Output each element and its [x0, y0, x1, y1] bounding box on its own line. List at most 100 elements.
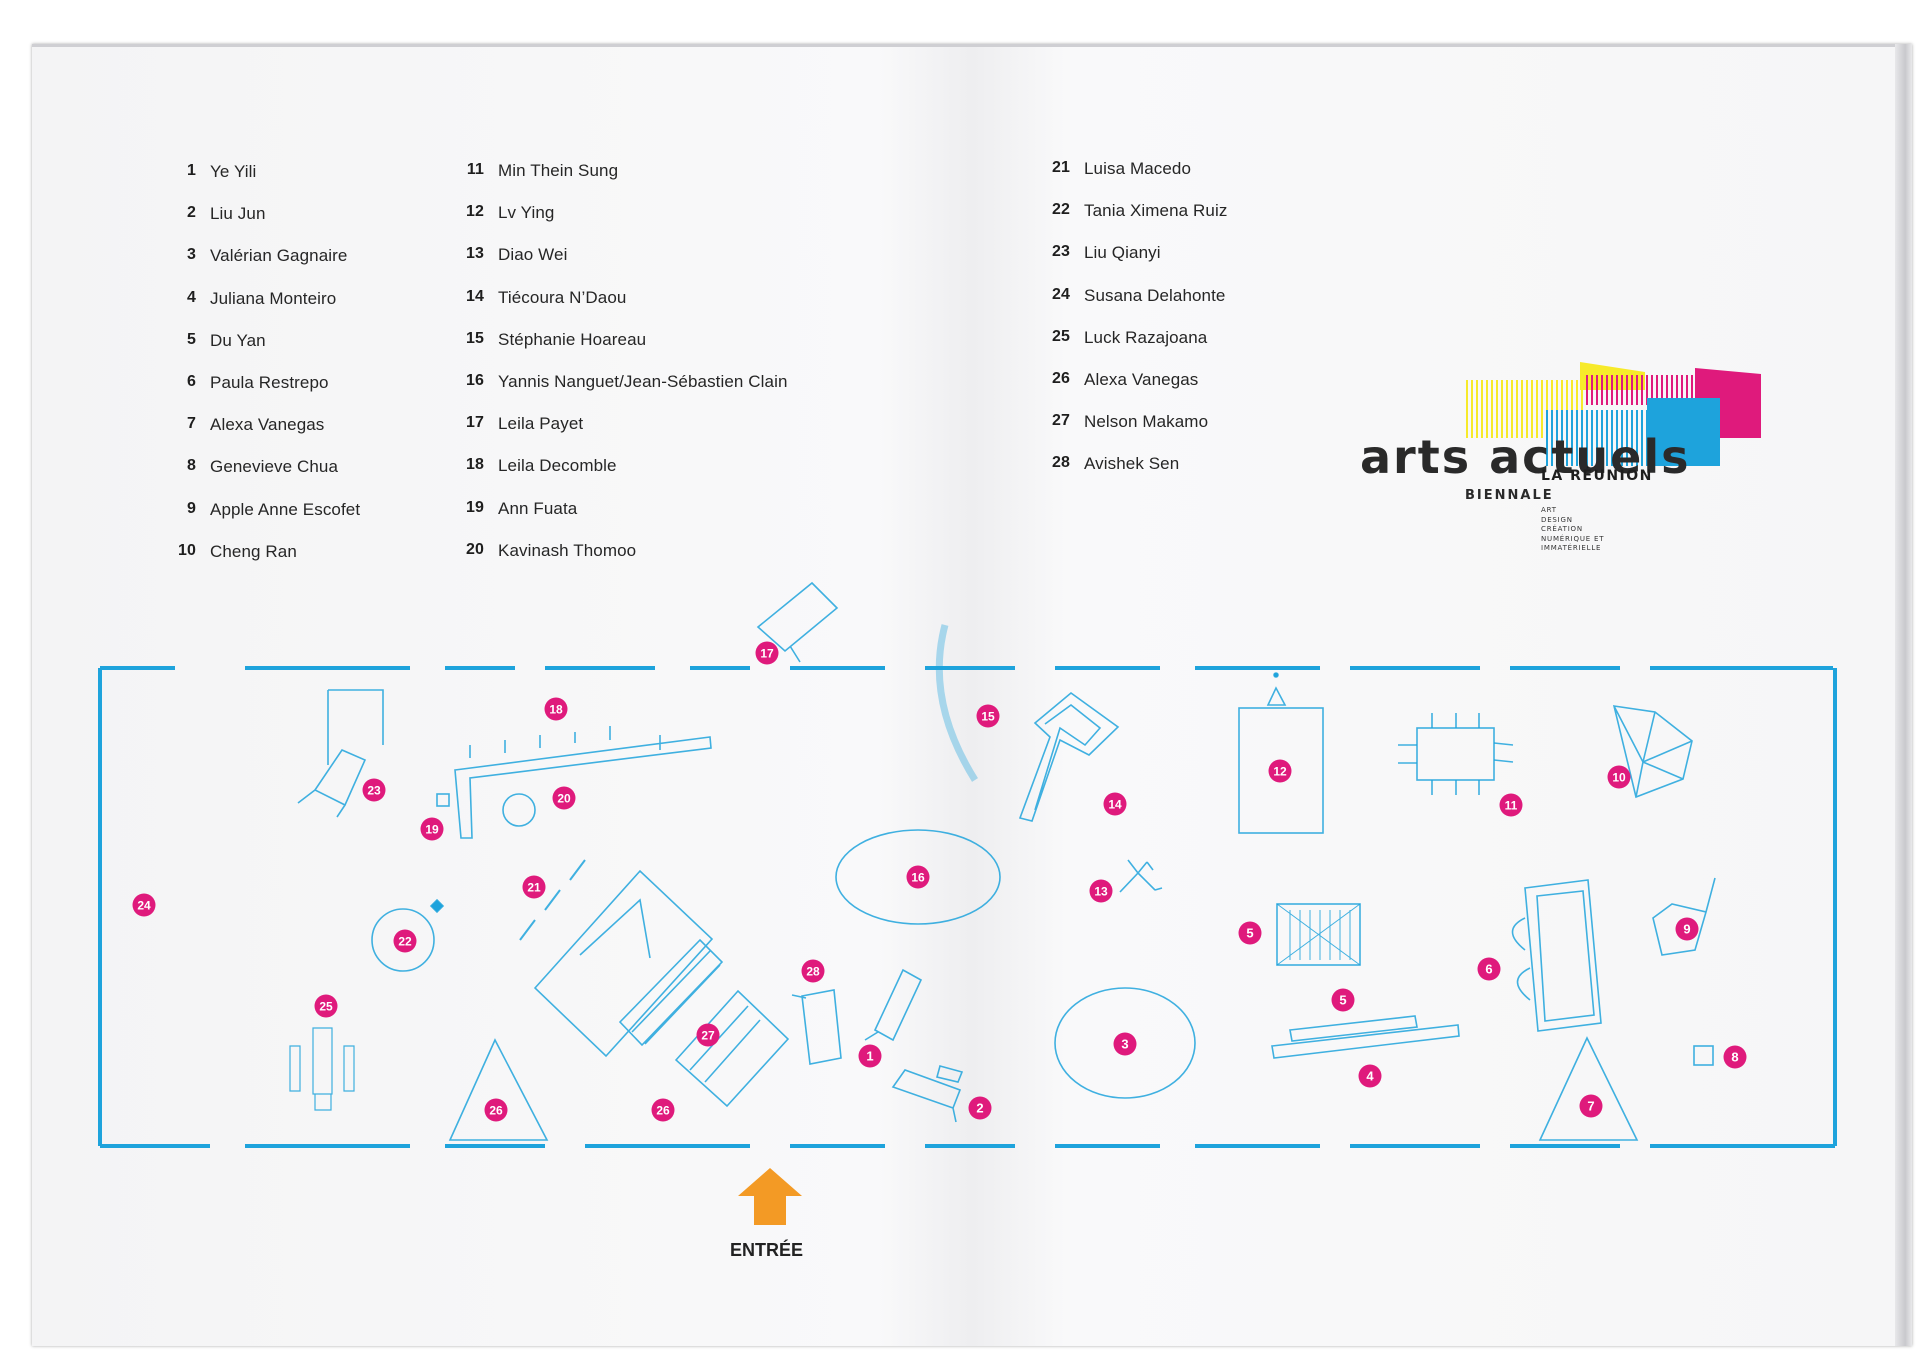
- artist-name: Lv Ying: [498, 203, 555, 223]
- map-marker-dot: [1238, 921, 1262, 945]
- artist-name: Ann Fuata: [498, 498, 578, 518]
- artist-name: Liu Jun: [210, 204, 266, 224]
- installation-22: [371, 908, 435, 972]
- map-marker-label: 5: [1339, 993, 1346, 1008]
- map-marker: 5: [1238, 921, 1262, 945]
- artist-number: 26: [1052, 369, 1070, 387]
- installation-19: [436, 793, 450, 807]
- map-marker: 19: [420, 817, 444, 841]
- arts-actuels-logo: arts actuels LA RÉUNION BIENNALE ART DES…: [1355, 360, 1775, 560]
- map-marker: 18: [544, 697, 568, 721]
- map-marker-label: 6: [1485, 962, 1492, 977]
- map-marker: 23: [362, 778, 386, 802]
- map-marker-label: 11: [1505, 799, 1518, 813]
- map-marker: 5: [1331, 988, 1355, 1012]
- map-marker: 16: [906, 865, 930, 889]
- installation-23: [297, 689, 384, 818]
- map-marker-label: 3: [1121, 1037, 1128, 1052]
- map-marker-dot: [976, 704, 1000, 728]
- map-marker-dot: [544, 697, 568, 721]
- map-marker-dot: [1477, 957, 1501, 981]
- installation-10: [1612, 705, 1693, 799]
- artist-number: 12: [466, 203, 484, 221]
- artist-number: 22: [1052, 201, 1070, 219]
- map-marker: 26: [651, 1098, 675, 1122]
- installations: [289, 581, 1716, 1141]
- map-marker-label: 13: [1094, 885, 1108, 899]
- artist-entry: 26 Alexa Vanegas: [1044, 370, 1227, 412]
- map-marker-label: 17: [760, 647, 774, 661]
- map-marker-label: 22: [398, 935, 412, 949]
- map-marker: 2: [968, 1096, 992, 1120]
- map-marker-dot: [1089, 879, 1113, 903]
- map-marker: 17: [755, 641, 779, 665]
- spread-top-edge: [32, 44, 1912, 47]
- map-marker: 14: [1103, 792, 1127, 816]
- artist-number: 2: [187, 204, 196, 222]
- map-marker-label: 26: [656, 1104, 670, 1118]
- artist-number: 6: [187, 372, 196, 390]
- map-marker-label: 15: [981, 710, 995, 724]
- installation-8: [1693, 1045, 1714, 1066]
- map-marker-label: 26: [489, 1104, 503, 1118]
- entrance-label: ENTRÉE: [730, 1240, 804, 1260]
- installation-25: [289, 1027, 355, 1111]
- logo-sub-line: ART: [1541, 506, 1557, 514]
- map-marker-dot: [314, 994, 338, 1018]
- installation-4: [1271, 1015, 1460, 1059]
- artist-name: Leila Payet: [498, 414, 584, 434]
- map-marker-label: 14: [1108, 798, 1122, 812]
- logo-subtitle: ART DESIGN CRÉATION NUMÉRIQUE ET IMMATÉR…: [1541, 506, 1661, 554]
- artist-number: 27: [1052, 412, 1070, 430]
- artist-name: Du Yan: [210, 330, 266, 350]
- map-marker-label: 8: [1731, 1050, 1738, 1065]
- installation-12: [1238, 707, 1324, 834]
- logo-sub-line: CRÉATION: [1541, 525, 1583, 533]
- artist-name: Tania Ximena Ruiz: [1084, 201, 1228, 221]
- installation-3: [1054, 987, 1196, 1099]
- artist-number: 19: [466, 498, 484, 516]
- logo-sub-line: NUMÉRIQUE ET: [1541, 534, 1605, 543]
- installation-28: [791, 989, 842, 1065]
- installation-16: [835, 829, 1001, 925]
- artist-entry: 2 Liu Jun: [170, 204, 360, 246]
- map-marker-dot: [1113, 1032, 1137, 1056]
- map-marker: 11: [1499, 793, 1523, 817]
- map-marker-label: 1: [866, 1049, 873, 1064]
- map-marker-dot: [906, 865, 930, 889]
- map-marker: 13: [1089, 879, 1113, 903]
- map-marker-label: 5: [1246, 926, 1253, 941]
- map-marker-dot: [1607, 765, 1631, 789]
- artist-name: Nelson Makamo: [1084, 412, 1209, 432]
- artist-number: 16: [466, 371, 484, 389]
- map-marker-label: 16: [911, 871, 925, 885]
- artist-name: Min Thein Sung: [498, 161, 619, 180]
- map-marker-label: 18: [549, 703, 563, 717]
- installation-5: [1276, 903, 1361, 966]
- artist-name: Alexa Vanegas: [1084, 369, 1199, 389]
- installation-6: [1511, 879, 1602, 1032]
- logo-sub-line: DESIGN: [1541, 515, 1573, 524]
- artist-number: 8: [187, 457, 196, 475]
- installation-15: [935, 624, 978, 782]
- artist-entry: 19 Ann Fuata: [458, 499, 788, 541]
- entrance-arrow: [738, 1168, 802, 1225]
- installation-17: [756, 581, 839, 663]
- map-marker-dot: [1268, 759, 1292, 783]
- artist-name: Susana Delahonte: [1084, 285, 1226, 305]
- artist-name: Avishek Sen: [1084, 454, 1180, 474]
- map-marker: 25: [314, 994, 338, 1018]
- map-marker-dot: [1103, 792, 1127, 816]
